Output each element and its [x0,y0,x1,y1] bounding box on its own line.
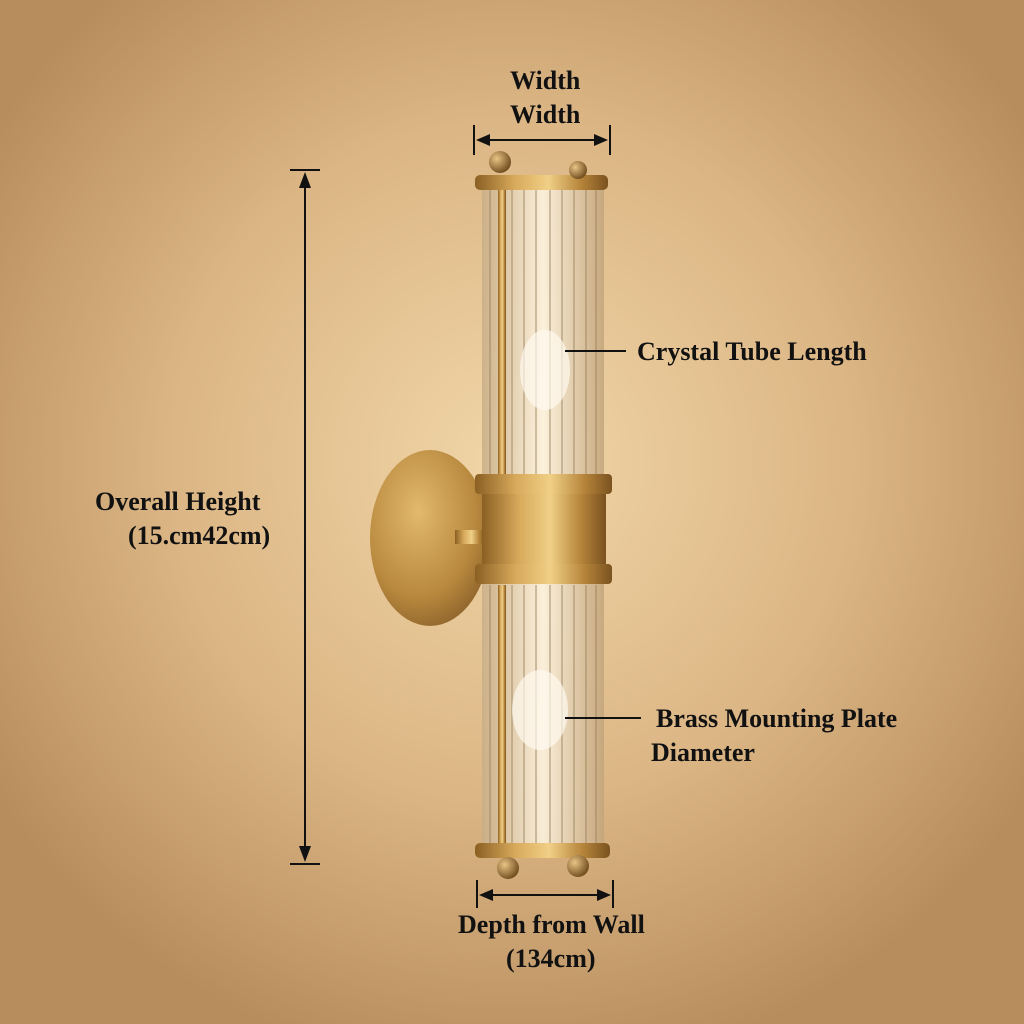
overall-height-value: (15.cm42cm) [128,521,271,550]
overall-height-label: Overall Height [95,487,261,516]
crystal-tube-length-label: Crystal Tube Length [637,337,867,366]
width-dimension-arrow [473,125,611,155]
brass-fittings [475,151,612,879]
brass-plate-label: Brass Mounting Plate [656,704,898,733]
brass-plate-diameter-label: Diameter [651,738,755,767]
brass-mounting-plate [370,450,490,626]
depth-dimension-arrow [476,880,614,908]
width-label-repeat: Width [510,100,581,129]
depth-value: (134cm) [506,944,596,973]
height-dimension-arrow [290,169,320,865]
upper-crystal-tube [482,188,604,478]
width-label: Width [510,66,581,95]
depth-from-wall-label: Depth from Wall [458,910,645,939]
lower-crystal-tube [482,583,604,845]
